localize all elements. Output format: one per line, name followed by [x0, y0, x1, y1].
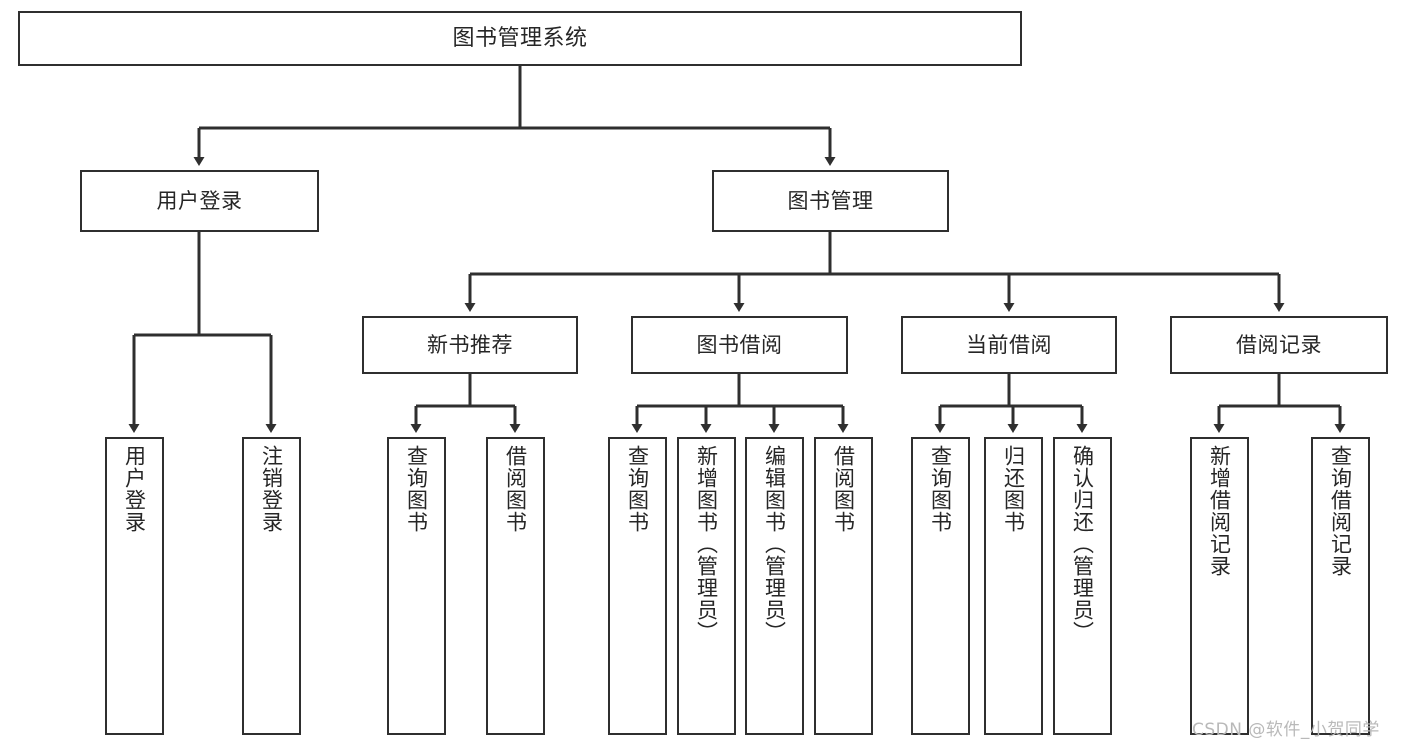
node-leaf-edit-book-label: 编辑图书（管理员）: [762, 445, 787, 643]
node-book-manage-label: 图书管理: [787, 188, 874, 213]
watermark: CSDN @软件_小贺同学: [1192, 720, 1380, 740]
node-leaf-confirm-return-label: 确认归还（管理员）: [1070, 445, 1095, 643]
node-leaf-confirm-return[interactable]: 确认归还（管理员）: [1053, 437, 1112, 735]
node-current-borrow-label: 当前借阅: [966, 332, 1052, 357]
node-leaf-borrow-book-2[interactable]: 借阅图书: [814, 437, 873, 735]
node-leaf-query-book-3-label: 查询图书: [928, 445, 953, 533]
node-leaf-add-book-label: 新增图书（管理员）: [694, 445, 719, 643]
node-user-login[interactable]: 用户登录: [80, 170, 319, 232]
node-leaf-add-record[interactable]: 新增借阅记录: [1190, 437, 1249, 735]
node-leaf-query-record-label: 查询借阅记录: [1328, 445, 1353, 577]
node-leaf-return-book[interactable]: 归还图书: [984, 437, 1043, 735]
node-leaf-borrow-book-1-label: 借阅图书: [503, 445, 528, 533]
node-leaf-edit-book[interactable]: 编辑图书（管理员）: [745, 437, 804, 735]
node-leaf-query-book-3[interactable]: 查询图书: [911, 437, 970, 735]
node-leaf-query-book-1-label: 查询图书: [404, 445, 429, 533]
node-borrow-record[interactable]: 借阅记录: [1170, 316, 1388, 374]
node-leaf-borrow-book-1[interactable]: 借阅图书: [486, 437, 545, 735]
node-leaf-logout[interactable]: 注销登录: [242, 437, 301, 735]
node-user-login-label: 用户登录: [156, 188, 243, 213]
node-leaf-logout-label: 注销登录: [259, 445, 284, 533]
node-root[interactable]: 图书管理系统: [18, 11, 1022, 66]
node-leaf-user-login-label: 用户登录: [122, 445, 147, 533]
node-book-borrow[interactable]: 图书借阅: [631, 316, 848, 374]
node-leaf-add-book[interactable]: 新增图书（管理员）: [677, 437, 736, 735]
node-leaf-add-record-label: 新增借阅记录: [1207, 445, 1232, 577]
node-root-label: 图书管理系统: [452, 25, 588, 51]
node-current-borrow[interactable]: 当前借阅: [901, 316, 1117, 374]
node-leaf-borrow-book-2-label: 借阅图书: [831, 445, 856, 533]
node-leaf-query-book-2-label: 查询图书: [625, 445, 650, 533]
node-book-manage[interactable]: 图书管理: [712, 170, 949, 232]
node-leaf-query-book-2[interactable]: 查询图书: [608, 437, 667, 735]
node-borrow-record-label: 借阅记录: [1236, 332, 1322, 357]
node-leaf-query-book-1[interactable]: 查询图书: [387, 437, 446, 735]
node-book-borrow-label: 图书借阅: [696, 332, 783, 357]
node-leaf-query-record[interactable]: 查询借阅记录: [1311, 437, 1370, 735]
node-leaf-user-login[interactable]: 用户登录: [105, 437, 164, 735]
node-leaf-return-book-label: 归还图书: [1001, 445, 1026, 533]
node-new-book-recommend[interactable]: 新书推荐: [362, 316, 578, 374]
node-new-book-recommend-label: 新书推荐: [427, 332, 513, 357]
